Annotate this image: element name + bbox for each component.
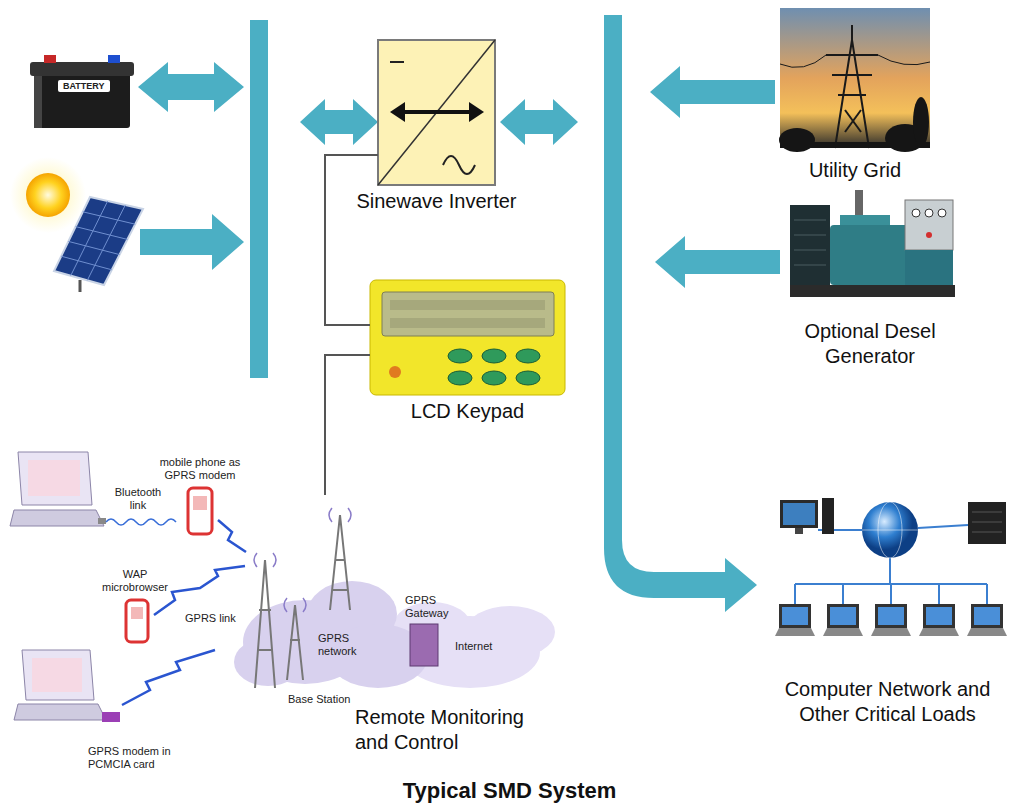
node-label: Remote Monitoring and Control [355, 705, 545, 755]
annotation-label: GPRS Gateway [405, 594, 455, 619]
node-label: LCD Keypad [358, 399, 578, 424]
node-label: Computer Network and Other Critical Load… [768, 677, 1008, 727]
network-icon [775, 498, 1007, 636]
keypad-icon [370, 280, 565, 395]
power-bus [138, 15, 780, 612]
annotation-label: GPRS network [318, 632, 364, 657]
component-node: LCD Keypad [370, 280, 565, 395]
battery-icon [30, 55, 134, 128]
component-node: Optional Desel Generator [785, 190, 955, 305]
annotation-label: mobile phone as GPRS modem [155, 456, 245, 481]
solar-panel-icon [10, 157, 143, 292]
annotation-label: GPRS link [185, 612, 236, 625]
grid-photo [779, 8, 930, 152]
component-node: Computer Network and Other Critical Load… [765, 490, 1010, 655]
component-node: Utility Grid [780, 8, 930, 148]
diagram-title: Typical SMD System [0, 778, 1019, 804]
generator-icon [790, 190, 955, 297]
annotation-label: BATTERY [58, 80, 110, 92]
component-node: Sinewave Inverter [378, 40, 495, 185]
annotation-label: Internet [455, 640, 492, 653]
annotation-label: GPRS modem in PCMCIA card [88, 745, 188, 770]
gprs-network-illustration [10, 452, 555, 722]
node-label: Optional Desel Generator [785, 319, 955, 369]
node-label: Utility Grid [755, 158, 955, 183]
control-wire [325, 355, 370, 495]
component-node: Remote Monitoring and Control [240, 495, 570, 765]
annotation-label: Bluetooth link [112, 486, 164, 511]
annotation-label: WAP microbrowser [95, 568, 175, 593]
control-wire [325, 155, 378, 325]
annotation-label: Base Station [288, 693, 350, 706]
inverter-symbol [378, 40, 495, 185]
node-label: Sinewave Inverter [327, 189, 547, 214]
